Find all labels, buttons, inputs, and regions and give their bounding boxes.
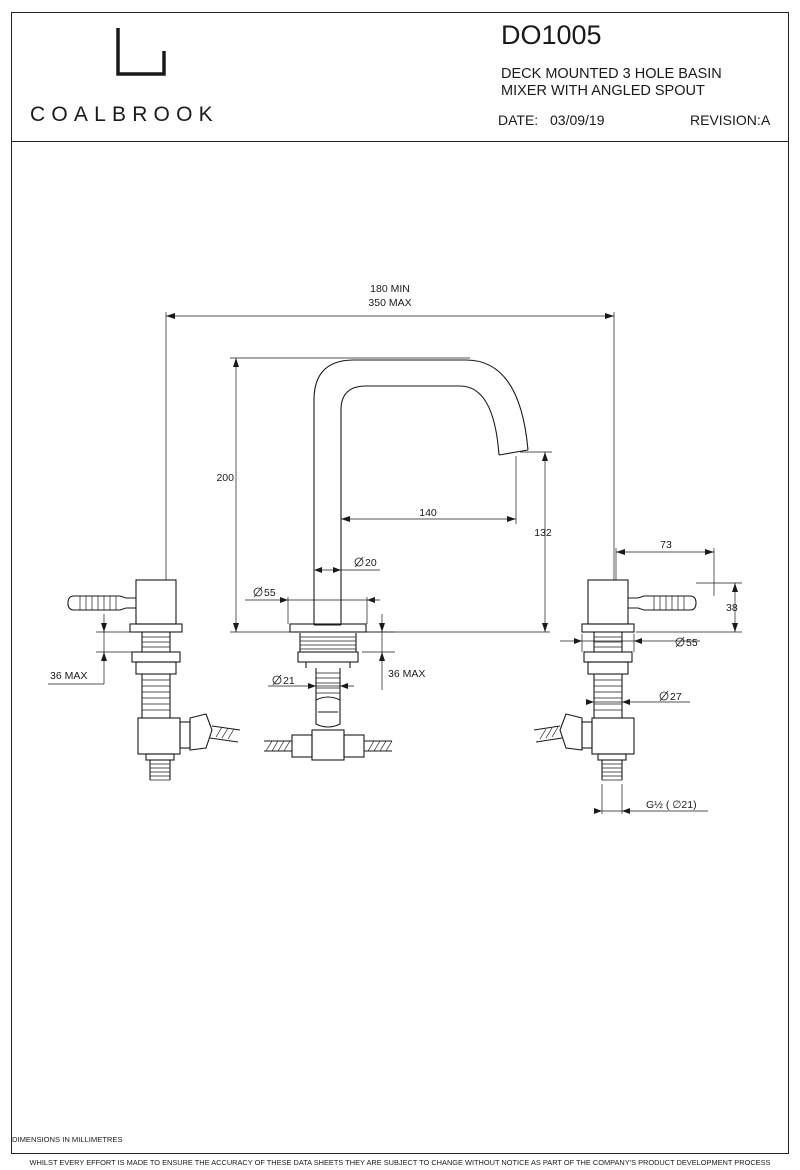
product-code: DO1005 [501, 20, 602, 50]
dim-spout-height: 200 [216, 472, 234, 484]
drawing-border [11, 12, 789, 1154]
dim-spout-reach: 140 [419, 507, 437, 519]
date-value: 03/09/19 [550, 112, 605, 128]
dim-spout-base-diameter: 55 [264, 587, 276, 599]
dim-deck-thickness-left: 36 MAX [50, 670, 87, 682]
dim-spout-shank-diameter: 21 [283, 675, 295, 687]
revision-label: REVISION: [690, 112, 761, 128]
brand-logo-mark-icon [116, 28, 166, 76]
dim-spout-diameter: 20 [365, 557, 377, 569]
revision-value: A [761, 112, 771, 128]
dim-handle-length: 73 [660, 539, 672, 551]
brand-name: COALBROOK [30, 103, 219, 126]
dim-width-max: 350 MAX [368, 297, 411, 309]
date-label: DATE: [498, 112, 539, 128]
title-block-divider [11, 141, 789, 142]
diameter-symbol-icons [253, 556, 685, 702]
product-title: DECK MOUNTED 3 HOLE BASIN MIXER WITH ANG… [501, 66, 722, 99]
dim-deck-thickness-spout: 36 MAX [388, 668, 425, 680]
dim-handle-height: 38 [726, 602, 738, 614]
disclaimer: WHILST EVERY EFFORT IS MADE TO ENSURE TH… [29, 1158, 771, 1167]
dim-inlet-thread: G½ ( ∅21) [646, 799, 697, 811]
dim-width-min: 180 MIN [370, 283, 410, 295]
dim-valve-base-diameter: 55 [686, 637, 698, 649]
dim-valve-shank-diameter: 27 [670, 691, 682, 703]
dim-outlet-height: 132 [534, 527, 552, 539]
dimensions-note: DIMENSIONS IN MILLIMETRES [12, 1135, 123, 1144]
